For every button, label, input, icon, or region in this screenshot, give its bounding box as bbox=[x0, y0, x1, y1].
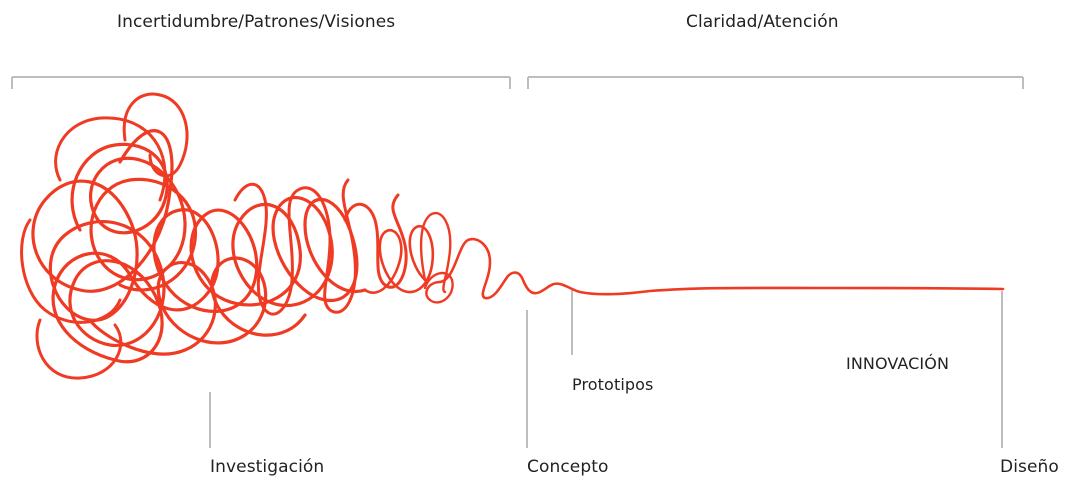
phase-label-uncertainty: Incertidumbre/Patrones/Visiones bbox=[117, 12, 396, 32]
milestone-label-investigacion: Investigación bbox=[210, 457, 325, 477]
milestone-label-innovacion: INNOVACIÓN bbox=[846, 354, 950, 373]
phase-label-clarity: Claridad/Atención bbox=[686, 12, 839, 32]
phase-bracket-left bbox=[11, 76, 511, 89]
milestone-label-diseno: Diseño bbox=[1000, 457, 1059, 477]
scribble-line bbox=[20, 92, 1005, 380]
milestone-label-prototipos: Prototipos bbox=[572, 375, 654, 394]
phase-bracket-right bbox=[527, 76, 1024, 89]
milestone-label-concepto: Concepto bbox=[527, 457, 609, 477]
